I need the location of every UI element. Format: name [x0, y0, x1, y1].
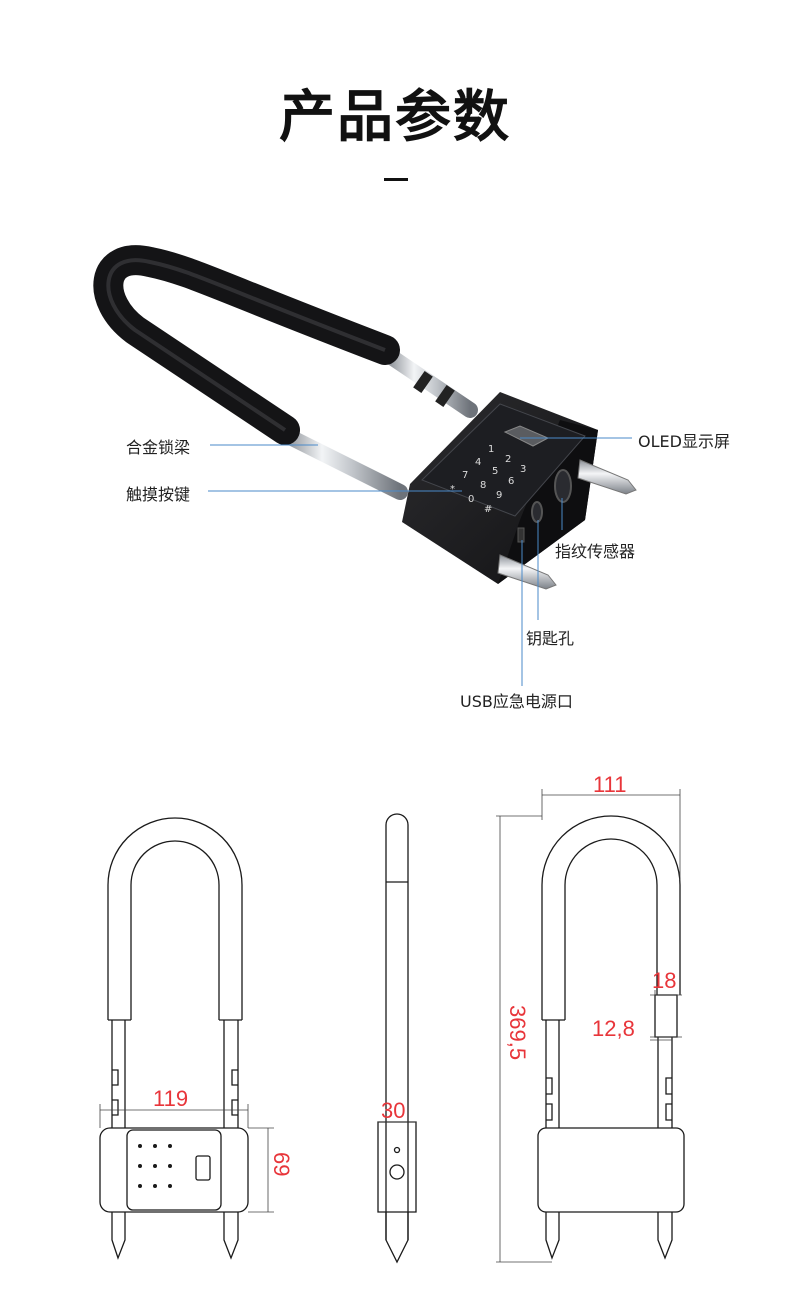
keypad-key: # [484, 504, 492, 515]
leader-lines [208, 437, 632, 686]
keypad-key: 8 [480, 480, 486, 491]
keypad-key: 7 [462, 470, 468, 481]
dim-top-width: 111 [593, 772, 627, 797]
keypad-key: 1 [488, 444, 494, 455]
keypad-key: 5 [492, 466, 498, 477]
callout-key-hole: 钥匙孔 [526, 629, 575, 648]
keypad-key: 6 [508, 476, 514, 487]
keypad-key: 9 [496, 490, 502, 501]
callout-fingerprint-sensor: 指纹传感器 [555, 542, 636, 561]
title-divider [384, 178, 408, 181]
back-view-drawing [537, 815, 685, 1260]
keypad-key: * [450, 484, 455, 495]
dim-front-width: 119 [153, 1086, 189, 1111]
side-view-drawing [377, 813, 417, 1264]
callout-alloy-shackle: 合金锁梁 [126, 438, 191, 457]
fingerprint-sensor [554, 469, 572, 503]
dim-total-height: 369,5 [505, 1005, 530, 1061]
keypad-key: 3 [520, 464, 526, 475]
page-title: 产品参数 [279, 85, 511, 150]
callout-oled-display: OLED显示屏 [638, 432, 730, 451]
lock-pins [497, 459, 637, 590]
usb-port [517, 527, 525, 543]
front-view-drawing [99, 817, 249, 1260]
dim-body-height: 69 [269, 1152, 294, 1177]
front-keypad-symbols [138, 1144, 172, 1188]
shackle-steel [272, 344, 478, 500]
dimension-lines [99, 789, 682, 1263]
keypad-key: 0 [468, 494, 474, 505]
callout-usb-power: USB应急电源口 [460, 692, 573, 711]
keypad-key: 4 [475, 457, 481, 468]
dim-bar-diameter: 12,8 [592, 1016, 635, 1041]
lock-body [402, 392, 598, 584]
keypad: 1 2 3 4 5 6 7 8 9 * 0 # [450, 444, 526, 515]
key-hole [531, 501, 543, 523]
keypad-key: 2 [505, 454, 511, 465]
callout-touch-keys: 触摸按键 [126, 485, 191, 504]
dim-side-thickness: 30 [381, 1098, 406, 1123]
dim-shackle-diameter: 18 [652, 968, 677, 993]
